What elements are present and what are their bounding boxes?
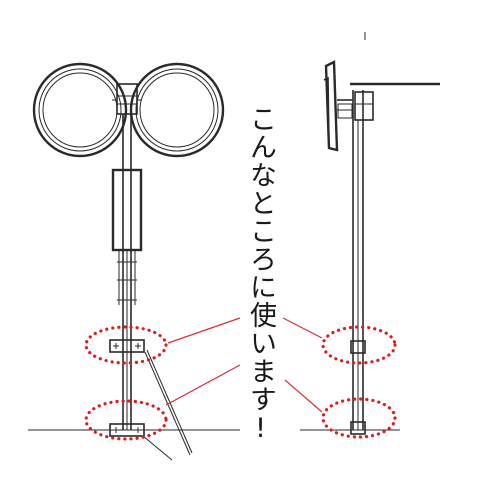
leader-upper-side <box>282 317 323 339</box>
front-pole <box>122 114 132 430</box>
highlight-upper-side <box>321 325 397 365</box>
sign-plate <box>111 168 143 252</box>
side-pole <box>352 32 366 430</box>
upper-clamp-side <box>350 340 366 354</box>
leader-lines <box>165 317 323 413</box>
mirror-mount <box>112 83 142 115</box>
leader-lower-side <box>284 379 323 413</box>
highlight-lower-front <box>84 399 168 441</box>
side-mirror <box>323 60 339 152</box>
upper-clamp-front <box>109 339 145 353</box>
leader-upper-front <box>167 317 241 344</box>
leader-lower-front <box>165 364 241 406</box>
guy-wire <box>142 349 193 461</box>
highlight-lower-side <box>321 397 397 439</box>
pole-bands <box>117 250 137 305</box>
front-view <box>28 62 240 461</box>
left-mirror <box>32 62 128 158</box>
highlight-ovals <box>84 325 397 441</box>
usage-caption: こんなところに使います! <box>245 105 276 445</box>
highlight-upper-front <box>84 325 168 365</box>
side-view <box>300 32 440 435</box>
right-mirror <box>129 62 225 158</box>
side-bracket <box>337 91 374 121</box>
lower-clamp-side <box>350 421 366 435</box>
